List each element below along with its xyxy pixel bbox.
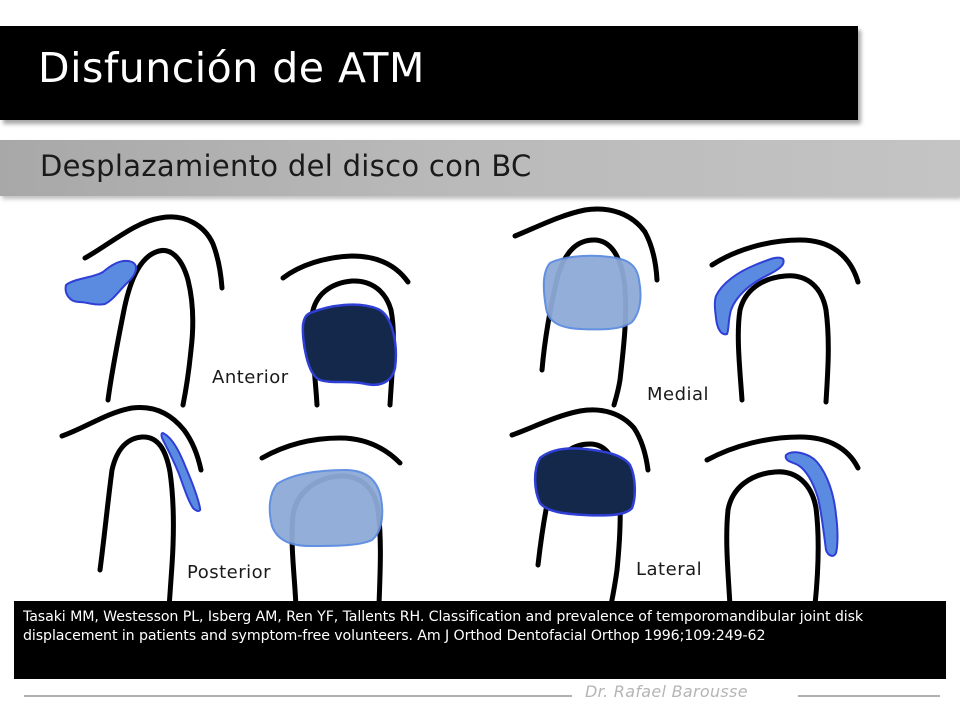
fossa-outline [82, 214, 225, 291]
fossa-outline [704, 434, 861, 471]
label-anterior: Anterior [212, 367, 289, 388]
lateral-coronal-view [704, 434, 861, 609]
disc-medial-coronal [713, 256, 785, 336]
posterior-sagittal-view [59, 404, 204, 610]
condyle-outline [105, 248, 196, 408]
disc-posterior-coronal [268, 469, 384, 547]
footer-author: Dr. Rafael Barousse [585, 682, 748, 701]
footer-divider-left [24, 695, 572, 697]
fossa-outline [512, 206, 660, 283]
label-posterior: Posterior [187, 562, 272, 583]
disc-lateral-sagittal [533, 447, 636, 517]
condyle-outline [735, 273, 831, 405]
fossa-outline [709, 237, 861, 285]
disc-lateral-coronal [784, 451, 839, 557]
reference-box: Tasaki MM, Westesson PL, Isberg AM, Ren … [14, 601, 946, 679]
disc-anterior-sagittal [64, 259, 138, 306]
disc-posterior-sagittal [160, 432, 202, 512]
title-bar [0, 26, 858, 120]
label-medial: Medial [647, 384, 710, 405]
fossa-outline [509, 407, 651, 473]
fossa-outline [280, 253, 411, 285]
disc-anterior-coronal [301, 303, 398, 386]
medial-coronal-view [709, 237, 861, 405]
reference-citation: Tasaki MM, Westesson PL, Isberg AM, Ren … [23, 609, 863, 644]
fossa-outline [259, 435, 403, 466]
subtitle-bar [0, 140, 960, 196]
footer-divider-right [798, 695, 940, 697]
tmj-disc-diagram [59, 206, 861, 610]
disc-medial-sagittal [542, 254, 642, 331]
label-lateral: Lateral [636, 559, 703, 580]
slide-subtitle: Desplazamiento del disco con BC [40, 149, 532, 183]
condyle-outline [97, 434, 176, 610]
condyle-outline [724, 469, 821, 609]
anterior-sagittal-view [82, 214, 225, 408]
fossa-outline [59, 404, 204, 473]
slide-title: Disfunción de ATM [38, 44, 425, 92]
